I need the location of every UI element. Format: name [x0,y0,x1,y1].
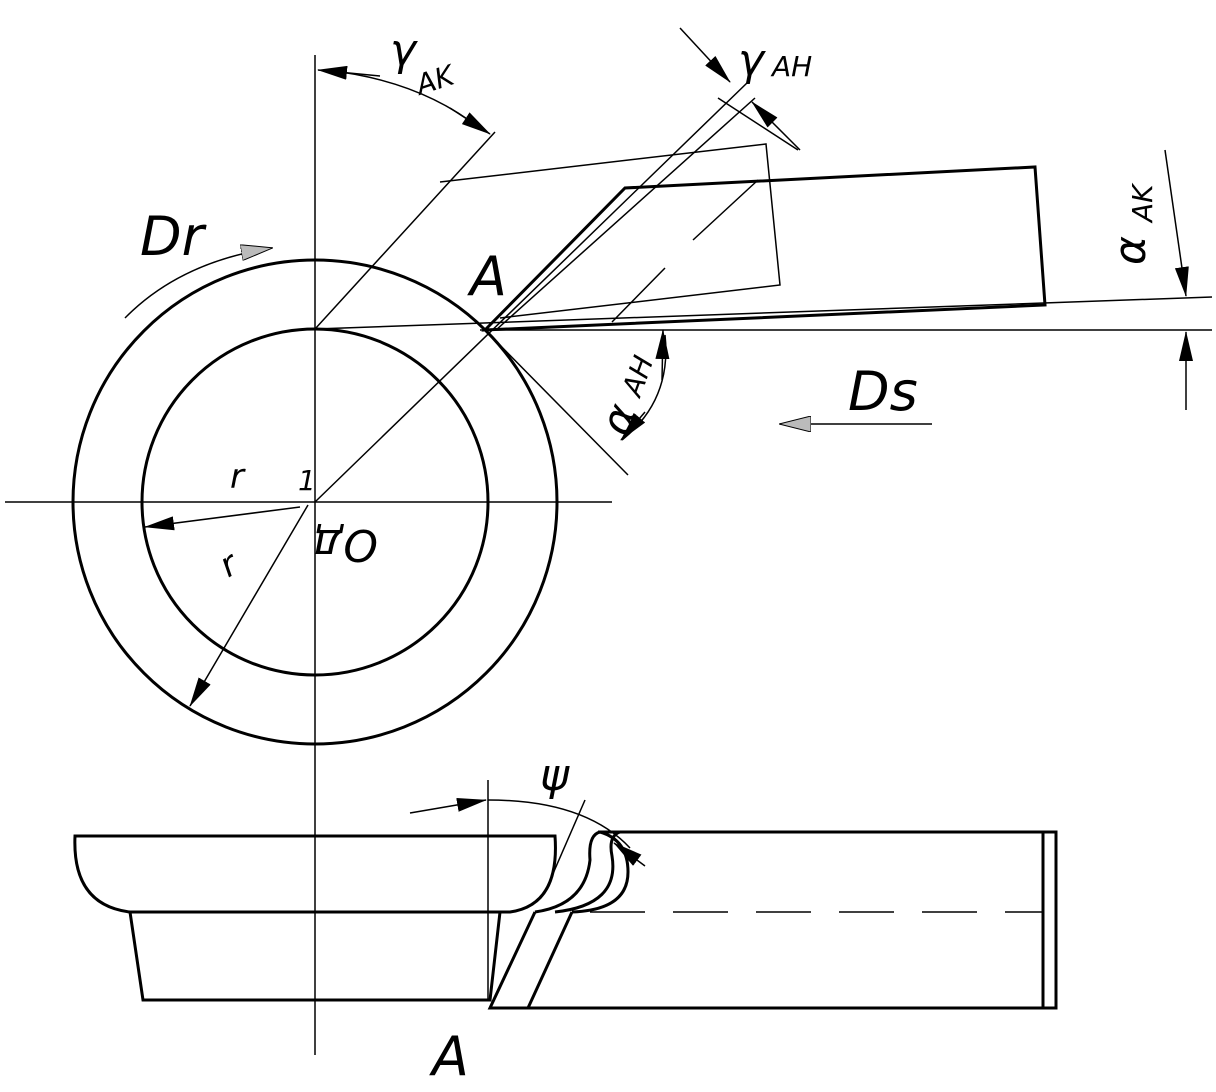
workpiece-flange [73,834,557,914]
alpha-ah-symbol: α [590,397,648,442]
psi-arc [487,799,631,849]
psi-label: ψ [540,750,570,801]
alpha-ak-subscript: AK [1126,182,1159,224]
workpiece-body-section [128,910,502,1002]
psi-arrow-right [613,842,646,867]
gamma-ah-symbol: γ [738,35,766,86]
diagonal-normal-line [314,81,749,503]
alpha-ah-arrow-up [655,329,670,381]
tool-side-body [487,830,1058,1010]
dr-rotation-arrow [124,248,272,319]
point-a-label-top: A [467,245,507,308]
flank-tangent-line [484,329,629,476]
psi-arrow-left [409,797,487,814]
tool-nose-arc-1 [534,830,601,914]
gamma-ah-arrow-1 [679,27,731,83]
gamma-ah-mark [717,97,799,151]
tool-inner-line-1 [495,97,756,331]
tool-nose-arc-3 [571,830,630,914]
tool-dash-1 [692,179,759,241]
r-outer-label: r [213,543,247,586]
alpha-ak-symbol: α [1105,236,1156,265]
gamma-ak-arrow-right [449,107,491,135]
r-inner-label: r [230,457,246,497]
point-a-label-bottom: A [429,1025,469,1088]
cutting-tool-body [481,165,1047,332]
tool-rear-outline [439,143,781,319]
ds-label: Ds [848,360,918,423]
tool-bevel-line [526,911,574,1009]
tool-dash-2 [611,267,666,323]
radius-outer-arrow [189,504,309,707]
alpha-ak-arrow-down [1164,149,1189,297]
gamma-ak-arrow-left [317,65,381,80]
gamma-ah-arrow-2 [751,101,801,151]
psi-line [544,799,586,893]
point-one-label: 1 [298,464,316,497]
gamma-ak-symbol: γ [390,25,418,76]
alpha-ah-subscript: AH [615,351,660,402]
od-label: Oд [313,519,378,570]
gamma-ak-arc [324,69,483,131]
outer-workpiece-circle [71,258,559,746]
clearance-line [314,296,1213,330]
gamma-ah-subscript: AH [770,50,812,83]
radius-inner-arrow [144,506,301,531]
alpha-ah-arrow-down [620,411,646,441]
dr-label: Dr [140,205,207,268]
gamma-ak-subscript: AK [410,58,460,102]
rake-line-ak [314,131,496,330]
